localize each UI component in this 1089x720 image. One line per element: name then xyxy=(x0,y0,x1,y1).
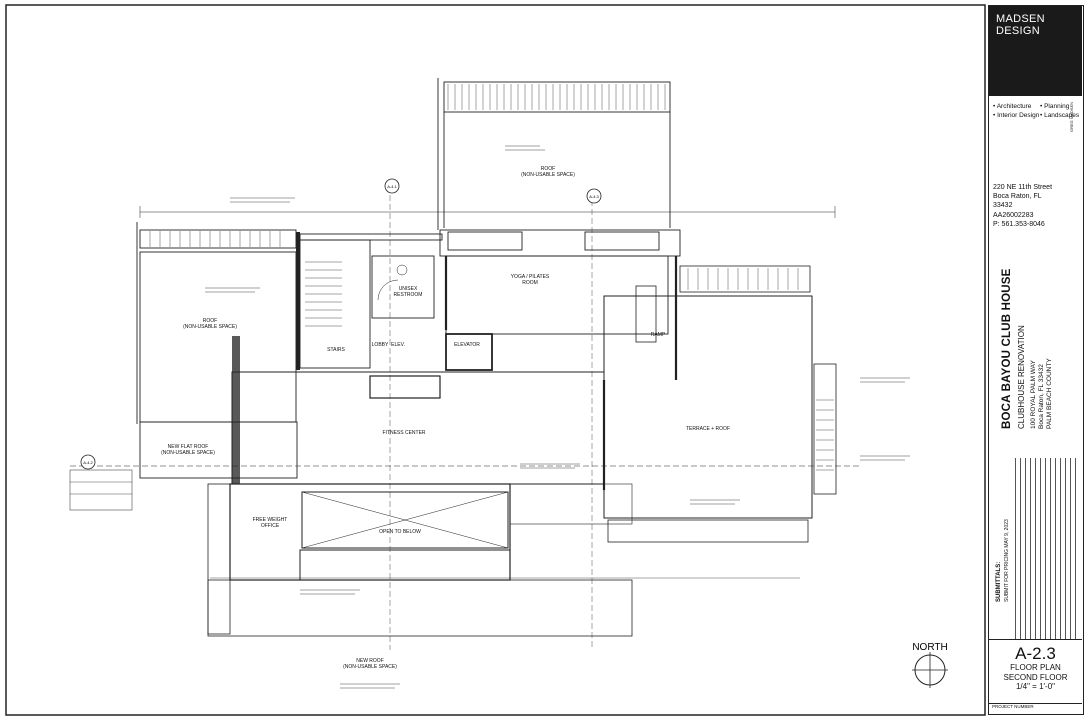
plan-linework xyxy=(69,78,860,650)
sheet-title-line2: SECOND FLOOR xyxy=(1003,672,1068,682)
submittals-entry: SUBMIT FOR PRICING MAY 9, 2023 xyxy=(1004,519,1010,602)
section-marker-a41: A-4.1 xyxy=(384,178,400,194)
sheet-number: A-2.3 xyxy=(1015,644,1056,663)
section-marker-a43: A-4.3 xyxy=(586,188,602,204)
room-label-lobby: LOBBY xyxy=(372,342,389,348)
firm-logo: MADSEN DESIGN xyxy=(989,6,1082,96)
sheet-title-line1: FLOOR PLAN xyxy=(1010,663,1061,672)
service-item: • Landscapes xyxy=(1040,111,1080,119)
north-arrow: NORTH xyxy=(912,642,948,688)
room-label-unisex-sub: RESTROOM xyxy=(394,292,423,298)
room-label-elevator: ELEVATOR xyxy=(454,342,480,348)
address-line: Boca Raton, FL xyxy=(993,193,1042,201)
room-label-ramp: RAMP xyxy=(651,332,666,338)
room-label-yoga-sub: ROOM xyxy=(522,280,538,286)
room-label-elev: ELEV. xyxy=(391,342,405,348)
title-block: MADSEN DESIGN • Architecture • Planning• … xyxy=(988,5,1084,715)
project-address: 100 ROYAL PALM WAY Boca Raton, FL 33432 … xyxy=(1030,358,1054,429)
project-address-line: PALM BEACH COUNTY xyxy=(1046,358,1053,429)
room-label-new-roof: NEW ROOF xyxy=(356,658,384,664)
room-label-roof-left: ROOF xyxy=(203,318,217,324)
project-title: BOCA BAYOU CLUB HOUSE xyxy=(1001,268,1013,429)
service-item: • Interior Design xyxy=(993,111,1040,119)
phone-number: P: 561.353-8046 xyxy=(993,220,1045,228)
room-label-new-flat-roof-sub: (NON-USABLE SPACE) xyxy=(161,450,215,456)
project-address-line: Boca Raton, FL 33432 xyxy=(1038,364,1045,429)
room-label-roof-top-sub: (NON-USABLE SPACE) xyxy=(521,172,575,178)
room-label-roof-top: ROOF xyxy=(541,166,555,172)
sheet-border xyxy=(5,4,986,716)
license-number: AA26002283 xyxy=(993,211,1034,219)
address-line: 33432 xyxy=(993,202,1013,210)
room-label-free-weight: FREE WEIGHT xyxy=(253,517,288,523)
svg-text:A-4.1: A-4.1 xyxy=(387,184,397,189)
room-label-fitness: FITNESS CENTER xyxy=(382,430,425,436)
room-label-new-roof-sub: (NON-USABLE SPACE) xyxy=(343,664,397,670)
firm-services: • Architecture • Planning• Interior Desig… xyxy=(993,103,1081,120)
room-label-open-below: OPEN TO BELOW xyxy=(379,529,421,535)
room-label-stairs: STAIRS xyxy=(327,347,345,353)
address-line: 220 NE 11th Street xyxy=(993,184,1053,191)
architect-name: GREG MADSEN xyxy=(1069,101,1074,132)
section-marker-a42: A-4.2 xyxy=(80,454,96,470)
firm-name-line1: MADSEN xyxy=(996,13,1045,25)
room-label-new-flat-roof: NEW FLAT ROOF xyxy=(168,444,209,450)
service-item: • Architecture xyxy=(993,103,1032,110)
svg-text:A-4.2: A-4.2 xyxy=(83,460,93,465)
project-number-label: PROJECT NUMBER xyxy=(989,703,1082,709)
service-item: • Planning xyxy=(1040,103,1070,110)
room-label-unisex: UNISEX xyxy=(399,286,418,292)
submittals-hatch xyxy=(1011,458,1079,640)
room-label-yoga: YOGA / PILATES xyxy=(511,274,550,280)
room-label-free-weight-sub: OFFICE xyxy=(261,523,280,529)
svg-text:A-4.3: A-4.3 xyxy=(589,194,599,199)
north-label: NORTH xyxy=(912,642,947,653)
project-address-line: 100 ROYAL PALM WAY xyxy=(1030,360,1037,429)
sheet-info: A-2.3 FLOOR PLAN SECOND FLOOR 1/4" = 1'-… xyxy=(989,639,1082,705)
leader-notes xyxy=(205,145,910,689)
room-label-roof-left-sub: (NON-USABLE SPACE) xyxy=(183,324,237,330)
firm-address: 220 NE 11th Street Boca Raton, FL 33432 … xyxy=(993,183,1052,229)
sheet-scale: 1/4" = 1'-0" xyxy=(1015,682,1055,691)
submittals-label: SUBMITTALS: xyxy=(996,561,1002,602)
project-subtitle: CLUBHOUSE RENOVATION xyxy=(1017,325,1026,429)
room-label-terrace: TERRACE + ROOF xyxy=(686,426,730,432)
firm-name-line2: DESIGN xyxy=(996,25,1040,37)
